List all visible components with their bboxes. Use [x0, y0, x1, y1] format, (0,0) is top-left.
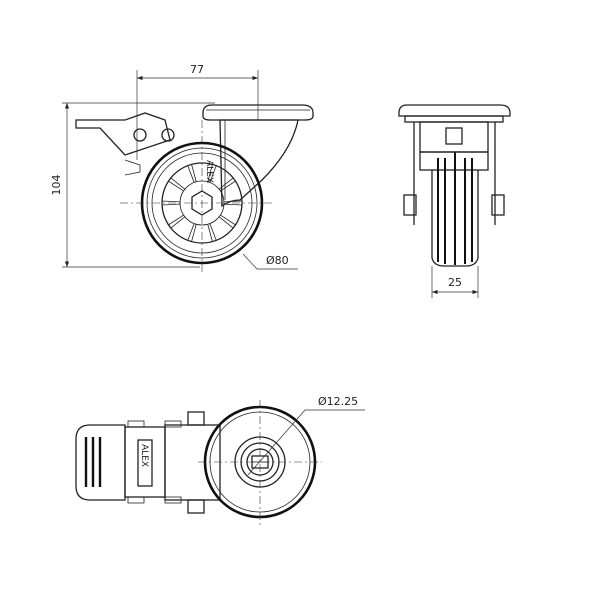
brake-lever: [75, 112, 171, 156]
side-view: 77 104 ALEX: [50, 63, 314, 275]
front-wheel: [431, 170, 479, 267]
wheel-spoke: [162, 200, 181, 203]
dim-80-label: Ø80: [266, 254, 289, 267]
wheel-spoke: [168, 180, 184, 192]
wheel-spoke: [223, 200, 242, 203]
dimension-diameter-12-25: Ø12.25: [247, 395, 365, 476]
wheel-spoke: [187, 165, 195, 183]
dim-12-25-label: Ø12.25: [318, 395, 358, 408]
dimension-77: 77: [136, 63, 259, 160]
dim-25-label: 25: [448, 276, 462, 289]
top-view: ALEX Ø12.25: [75, 395, 365, 525]
wheel-spoke: [191, 164, 197, 182]
pivot: [161, 128, 175, 142]
wheel-spoke: [170, 216, 186, 229]
wheel-spoke: [220, 180, 236, 192]
nut-right: [491, 194, 505, 216]
dim-104-label: 104: [50, 175, 63, 196]
top-plate: [202, 104, 314, 121]
brake-pedal: [75, 424, 126, 501]
wheel-spoke: [220, 214, 236, 226]
wheel-spoke: [207, 164, 213, 182]
wheel-spoke: [170, 177, 186, 190]
wheel-spoke: [223, 203, 242, 206]
front-view: 25: [398, 104, 511, 298]
dimension-25: 25: [431, 266, 479, 298]
pivot: [133, 128, 147, 142]
wheel-spoke: [187, 223, 195, 241]
front-plate: [398, 104, 511, 117]
wheel-spoke: [162, 203, 181, 206]
axle-nut: [191, 190, 213, 216]
wheel-spoke: [209, 223, 217, 241]
wheel-spoke: [218, 216, 234, 229]
dim-77-label: 77: [190, 63, 204, 76]
nut-left: [403, 194, 417, 216]
fork: [219, 119, 299, 208]
dimension-diameter-80: Ø80: [242, 253, 298, 270]
wheel-spoke: [209, 165, 217, 183]
wheel-spoke: [218, 177, 234, 190]
wheel-spoke: [207, 224, 213, 242]
wheel-spoke: [191, 224, 197, 242]
wheel-spoke: [168, 214, 184, 226]
side-logo: ALEX: [204, 160, 214, 183]
dimension-104: 104: [50, 102, 215, 268]
top-logo: ALEX: [139, 444, 149, 467]
